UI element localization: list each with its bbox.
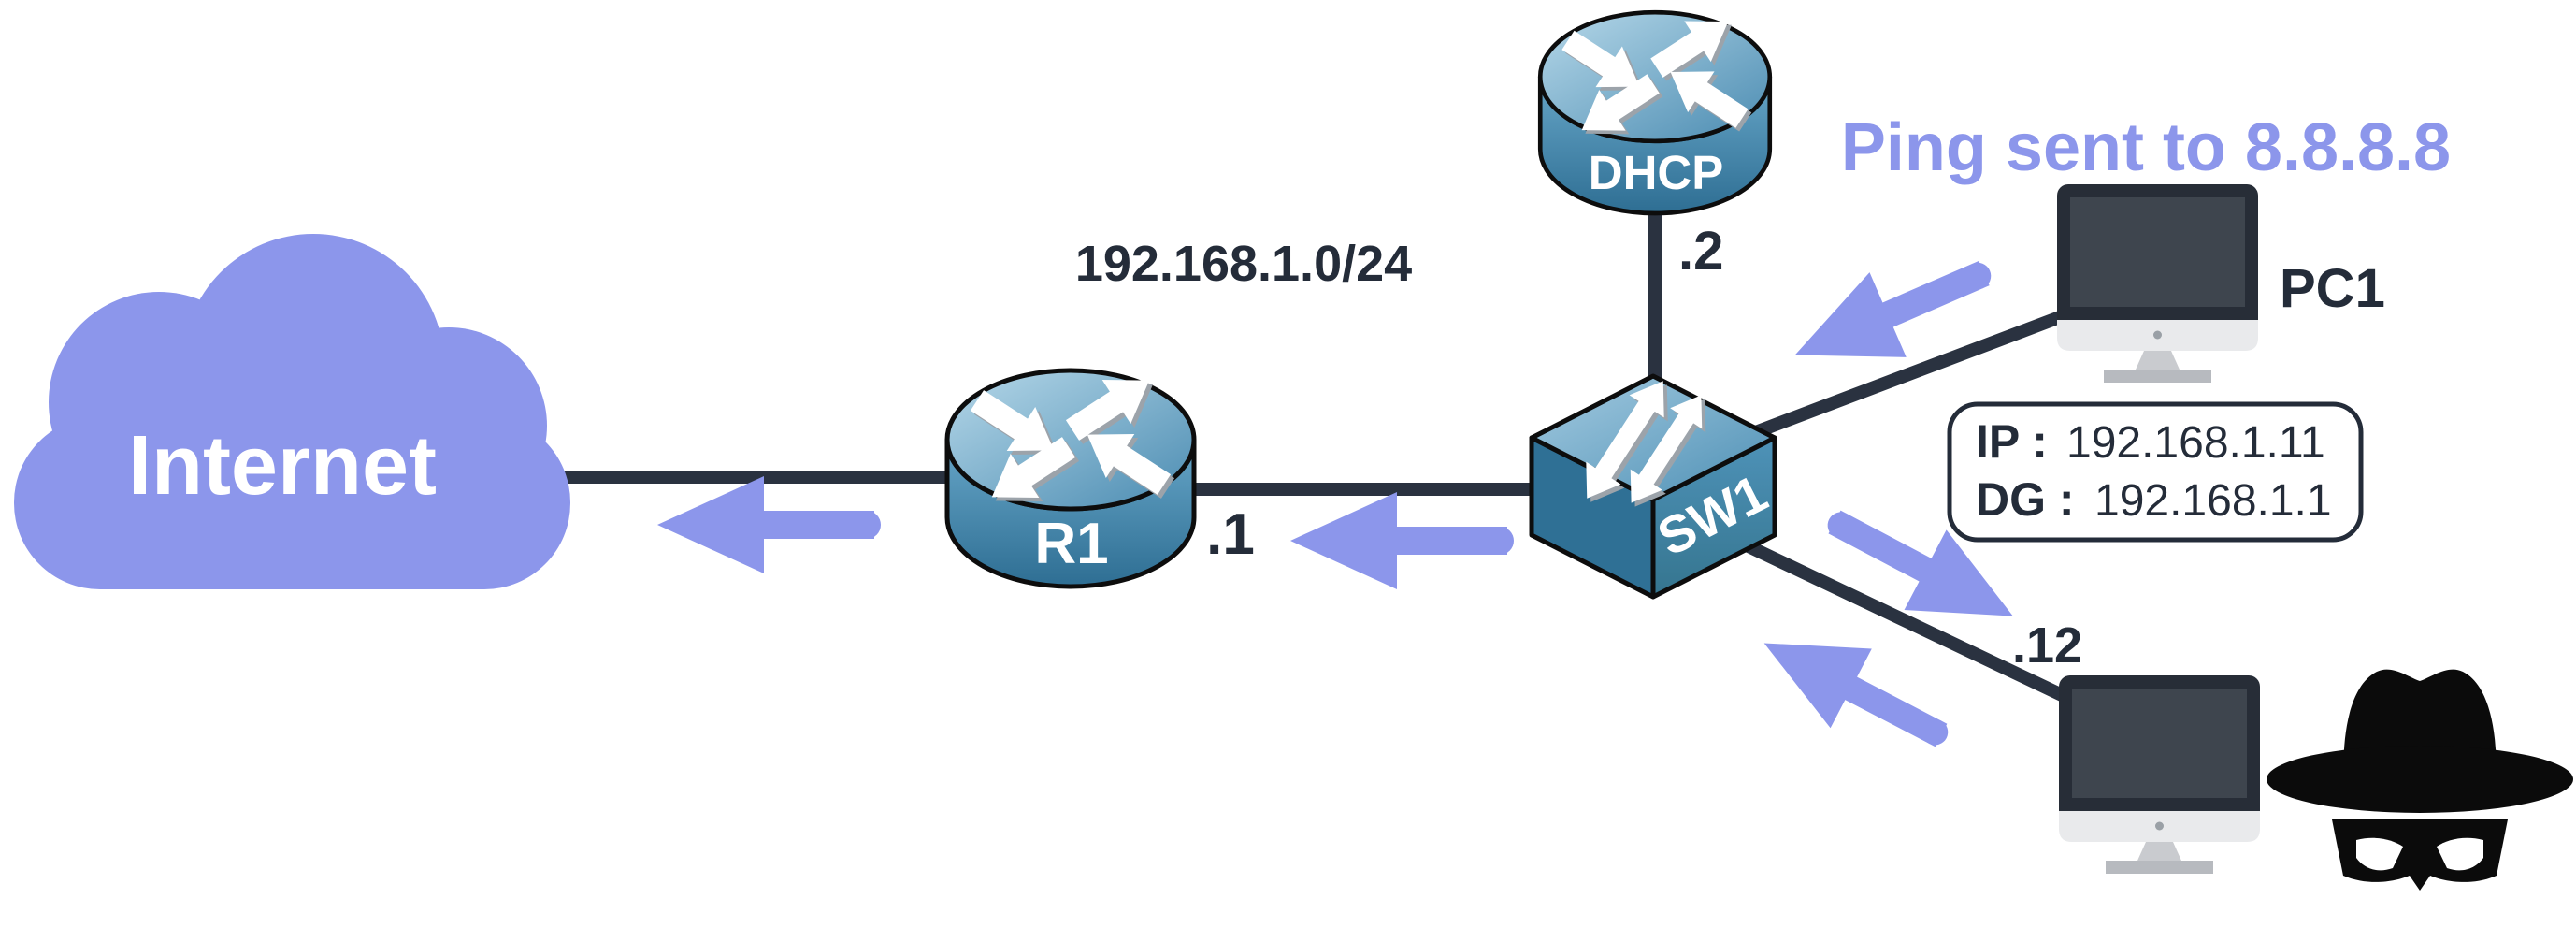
internet-cloud-icon [14,234,570,589]
ping-annotation: Ping sent to 8.8.8.8 [1841,110,2451,185]
pc1-ip-value: 192.168.1.11 [2066,418,2325,468]
network-subnet-label: 192.168.1.0/24 [1075,236,1412,292]
pc1-monitor-icon [2057,184,2258,383]
pc1-gateway-value: 192.168.1.1 [2094,476,2332,526]
attacker-interface-label: .12 [2012,617,2082,674]
flow-arrow-pc1-to-sw1 [1777,228,2008,398]
dhcp-server-label: DHCP [1589,146,1724,199]
pc1-info-box: IP : 192.168.1.11 DG : 192.168.1.1 [1947,401,2364,543]
flow-arrow-sw1-to-r1 [1290,492,1514,589]
link-sw1-pc1 [1705,297,2101,456]
flow-arrow-r1-to-internet [657,476,881,573]
spy-hat-icon [2267,669,2573,891]
switch-sw1-icon [1529,370,1777,600]
ping-flow-arrows [657,228,2035,778]
dhcp-interface-label: .2 [1678,221,1723,282]
r1-interface-label: .1 [1206,502,1255,567]
router-r1-label: R1 [1034,512,1108,576]
attacker-monitor-icon [2059,675,2260,874]
pc1-gateway-label: DG : [1976,473,2075,526]
internet-label: Internet [128,419,437,513]
link-sw1-attacker [1705,522,2106,719]
pc1-label: PC1 [2280,258,2385,319]
pc1-ip-label: IP : [1976,415,2048,468]
